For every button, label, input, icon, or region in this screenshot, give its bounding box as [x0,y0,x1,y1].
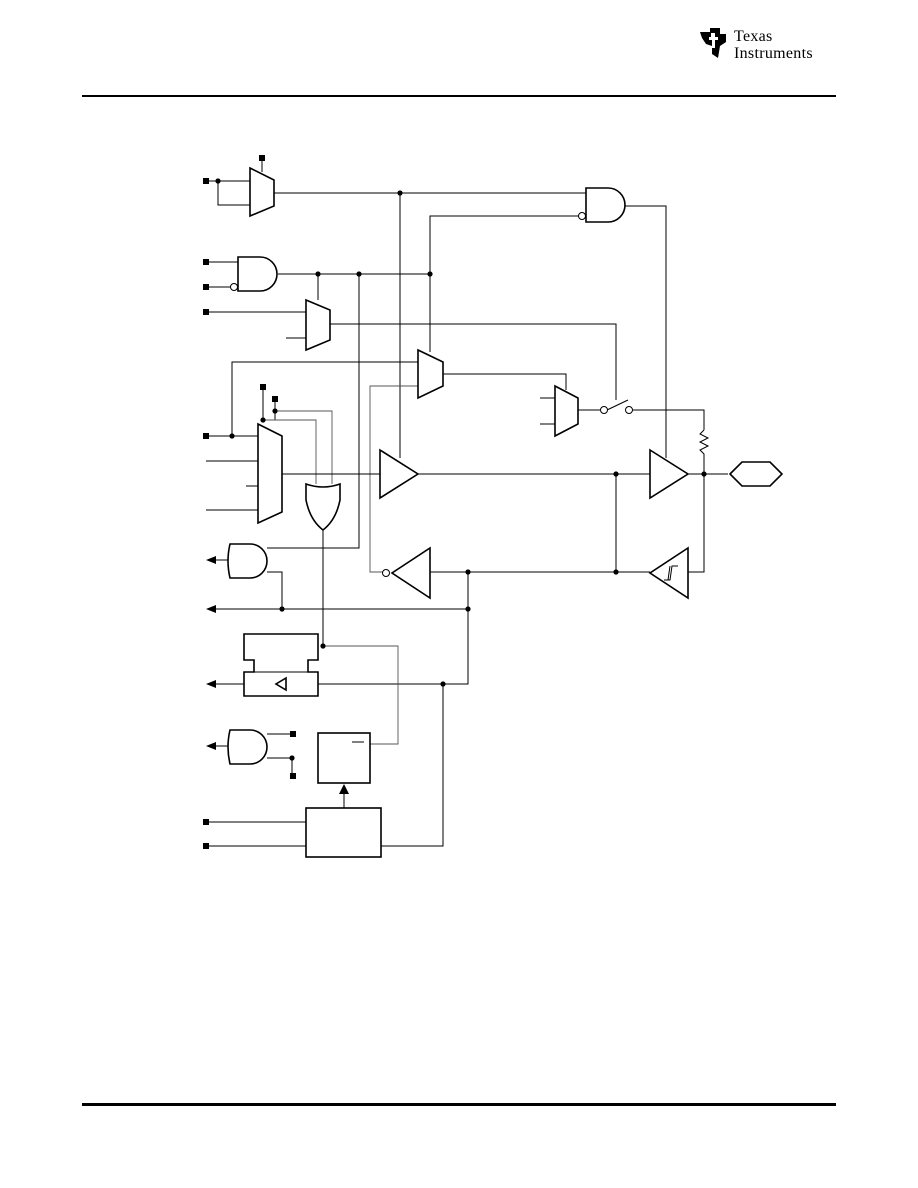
pre-driver-buffer [379,448,420,500]
output-arrows [206,556,349,794]
junctions [215,178,707,761]
header-rule [82,95,836,97]
edge-detect-block [317,732,371,784]
input-buffer [390,546,431,600]
schmitt-symbol [664,565,678,581]
mux-2 [305,298,331,352]
logo-line-2: Instruments [734,45,813,62]
texas-instruments-chip-icon [700,28,726,58]
clock-icon [274,676,287,692]
pins [203,155,296,849]
control-block [305,807,382,858]
switch-contact-a [600,406,608,414]
or-gate [305,482,341,532]
interrupt-and-gate [227,729,268,765]
enable-and-gate [585,187,626,223]
io-pad [728,461,784,487]
input-and-gate [237,256,278,292]
switch-contact-b [625,406,633,414]
mux-3 [417,348,444,400]
latch-block [243,633,319,697]
top-mux [249,166,275,218]
wires [206,158,728,847]
pull-mux [554,384,579,438]
footer-rule [82,1103,836,1106]
function-mux [257,422,283,525]
texas-instruments-logo: Texas Instruments [700,28,813,62]
output-buffer [649,448,690,500]
output-and-gate [227,543,268,579]
logo-line-1: Texas [734,28,773,45]
